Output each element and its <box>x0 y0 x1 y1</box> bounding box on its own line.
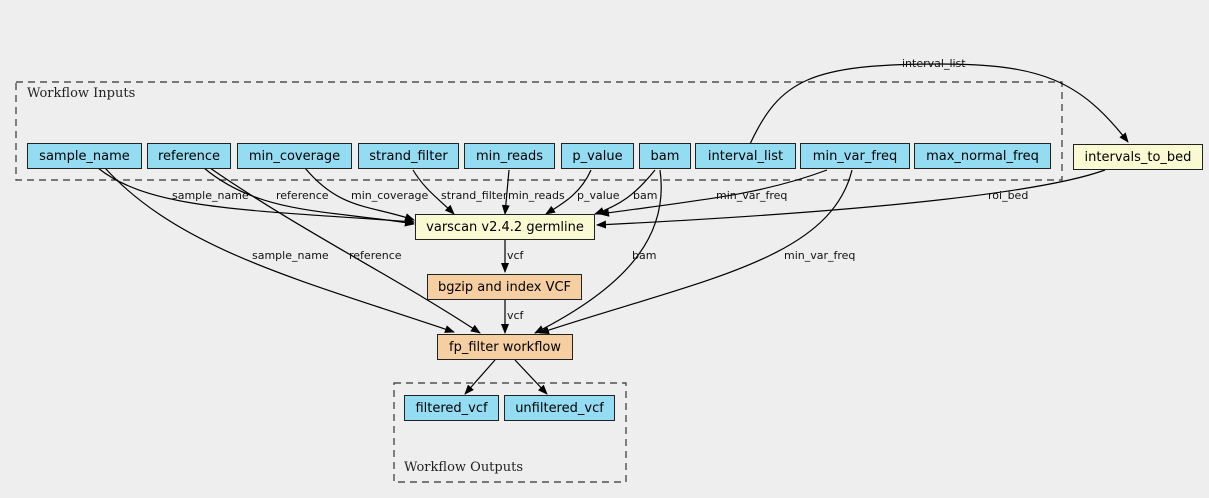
edge-label: p_value <box>577 189 620 202</box>
edge-interval_list-intervals_to_bed <box>749 63 1129 145</box>
input-node-p_value[interactable]: p_value <box>561 143 634 169</box>
input-node-min_reads[interactable]: min_reads <box>464 143 555 169</box>
step-node-varscan[interactable]: varscan v2.4.2 germline <box>415 214 595 240</box>
edge-min_reads-varscan <box>501 169 510 215</box>
input-node-bam[interactable]: bam <box>639 143 691 169</box>
output-node-filtered_vcf[interactable]: filtered_vcf <box>404 395 499 421</box>
workflow-outputs-cluster <box>393 382 627 483</box>
input-node-max_normal_freq[interactable]: max_normal_freq <box>914 143 1051 169</box>
output-node-unfiltered_vcf[interactable]: unfiltered_vcf <box>504 395 615 421</box>
edge-label: interval_list <box>902 57 966 70</box>
edge-label: vcf <box>507 249 524 262</box>
input-node-reference[interactable]: reference <box>147 143 231 169</box>
edge-label: sample_name <box>172 189 249 202</box>
workflow-inputs-cluster <box>15 81 1063 181</box>
input-node-interval_list[interactable]: interval_list <box>695 143 796 169</box>
edge-roi_bed-varscan <box>596 169 1106 229</box>
edge-min_var_freq-fp_filter <box>539 169 853 334</box>
edge-label: roi_bed <box>988 189 1029 202</box>
edge-strand_filter-varscan <box>412 169 455 215</box>
edge-label: min_var_freq <box>716 189 788 202</box>
input-node-min_var_freq[interactable]: min_var_freq <box>800 143 910 169</box>
workflow-inputs-label: Workflow Inputs <box>27 86 136 101</box>
input-node-sample_name[interactable]: sample_name <box>27 143 142 169</box>
edge-reference-fp_filter <box>209 167 481 334</box>
edge-p_value-varscan <box>545 169 592 215</box>
edge-sample_name-fp_filter <box>104 167 455 333</box>
edge-label: min_var_freq <box>784 249 856 262</box>
step-node-intervals_to_bed[interactable]: intervals_to_bed <box>1073 144 1203 170</box>
edge-sample_name-varscan <box>97 167 415 226</box>
edge-min_coverage-varscan <box>304 167 415 221</box>
step-node-bgzip[interactable]: bgzip and index VCF <box>427 274 582 300</box>
edge-fp_filter-filtered_vcf <box>464 359 496 395</box>
edge-label: reference <box>349 249 402 262</box>
input-node-min_coverage[interactable]: min_coverage <box>237 143 352 169</box>
step-node-fp_filter[interactable]: fp_filter workflow <box>437 334 573 360</box>
edge-label: min_coverage <box>351 189 429 202</box>
edge-label: bam <box>632 249 657 262</box>
edge-label: vcf <box>507 309 524 322</box>
edge-reference-varscan <box>203 167 415 227</box>
edge-min_var_freq-varscan <box>599 169 828 217</box>
edge-label: bam <box>633 189 658 202</box>
edge-label: reference <box>276 189 329 202</box>
edge-label: sample_name <box>252 249 329 262</box>
edge-label: min_reads <box>508 189 565 202</box>
edge-bam-fp_filter <box>534 169 662 334</box>
input-node-strand_filter[interactable]: strand_filter <box>358 143 459 169</box>
edge-fp_filter-unfiltered_vcf <box>514 359 548 395</box>
workflow-outputs-label: Workflow Outputs <box>404 460 523 475</box>
edge-label: strand_filter <box>441 189 508 202</box>
